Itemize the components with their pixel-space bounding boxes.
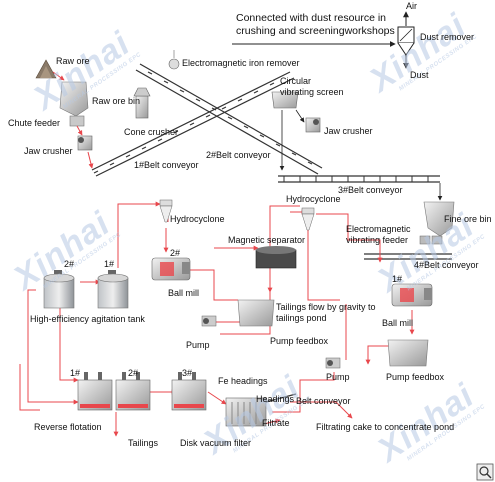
label-pump-feedbox-left: Pump feedbox — [270, 336, 329, 346]
disk-vacuum-filter-icon — [225, 397, 267, 427]
agitation-tank-2-icon — [43, 270, 75, 309]
pump-left-icon — [201, 315, 217, 327]
label-em-feeder-1: Electromagnetic — [346, 224, 411, 234]
fine-ore-bin-icon — [423, 201, 455, 237]
label-belt2: 2#Belt conveyor — [206, 150, 271, 160]
circular-vibrating-screen-icon — [271, 91, 299, 109]
raw-ore-pile-icon — [35, 59, 57, 79]
headings-belt-conveyor — [265, 393, 297, 403]
label-reverse-flotation: Reverse flotation — [34, 422, 102, 432]
cone-crusher-icon — [133, 87, 151, 119]
label-disk-vacuum-filter: Disk vacuum filter — [180, 438, 252, 448]
label-fe-headings: Fe headings — [218, 376, 268, 386]
flotation-cell-3-icon — [171, 372, 207, 411]
raw-ore-bin-icon — [59, 81, 89, 117]
flotation-cell-1-icon — [77, 372, 113, 411]
label-flot3: 3# — [182, 368, 193, 378]
label-jaw-crusher-left: Jaw crusher — [24, 146, 73, 156]
belt-conveyor-3 — [278, 175, 440, 183]
ball-mill-right-icon — [391, 283, 433, 307]
electromagnetic-iron-remover-icon — [168, 50, 180, 70]
label-magnetic-separator: Magnetic separator — [228, 235, 306, 245]
pump-feedbox-right-icon — [387, 339, 429, 367]
label-raw-ore-bin: Raw ore bin — [92, 96, 141, 106]
hydrocyclone-mid-icon — [301, 207, 315, 231]
label-pump-left: Pump — [186, 340, 210, 350]
label-ball-mill-right: Ball mill — [382, 318, 414, 328]
label-belt4: 4#Belt conveyor — [414, 260, 479, 270]
label-raw-ore: Raw ore — [56, 56, 90, 66]
jaw-crusher-right-icon — [305, 117, 321, 133]
label-belt1: 1#Belt conveyor — [134, 160, 199, 170]
label-dust-remover: Dust remover — [420, 32, 475, 42]
chute-feeder-icon — [69, 115, 85, 127]
pump-feedbox-left-icon — [237, 299, 275, 327]
label-ball2: 2# — [170, 248, 181, 258]
label-filtrating-cake: Filtrating cake to concentrate pond — [316, 422, 455, 432]
label-tank2: 2# — [64, 259, 75, 269]
belt-conveyor-1 — [91, 71, 295, 177]
electromagnetic-vibrating-feeder-icon — [419, 235, 443, 245]
hydrocyclone-top-icon — [159, 199, 173, 223]
label-pump-feedbox-right: Pump feedbox — [386, 372, 445, 382]
label-hydrocyclone-mid: Hydrocyclone — [286, 194, 341, 204]
label-tank1: 1# — [104, 259, 115, 269]
label-flot1: 1# — [70, 368, 81, 378]
zoom-icon[interactable] — [476, 463, 494, 481]
label-tailings: Tailings — [128, 438, 159, 448]
label-tailings-flow-1: Tailings flow by gravity to — [276, 302, 376, 312]
label-hydrocyclone-top: Hydrocyclone — [170, 214, 225, 224]
label-flot2: 2# — [128, 368, 139, 378]
label-jaw-crusher-right: Jaw crusher — [324, 126, 373, 136]
label-circular-1: Circular — [280, 76, 312, 86]
pump-right-icon — [325, 357, 341, 369]
label-ball-mill-left: Ball mill — [168, 288, 200, 298]
label-agitation: High-efficiency agitation tank — [30, 314, 145, 324]
label-pump-right: Pump — [326, 372, 350, 382]
slurry-flow-lines — [19, 201, 415, 437]
ball-mill-left-icon — [151, 257, 191, 281]
label-em-iron-remover: Electromagnetic iron remover — [182, 58, 300, 68]
label-headings: Headings — [256, 394, 295, 404]
belt-conveyor-2 — [135, 63, 323, 175]
label-belt-conveyor: Belt conveyor — [296, 396, 351, 406]
label-dust: Dust — [410, 70, 429, 80]
flotation-cell-2-icon — [115, 372, 151, 411]
label-circular-2: vibrating screen — [280, 87, 344, 97]
label-chute-feeder: Chute feeder — [8, 118, 61, 128]
label-ball1: 1# — [392, 274, 403, 284]
dust-note-line2: crushing and screeningworkshops — [236, 25, 395, 37]
label-fine-ore-bin: Fine ore bin — [444, 214, 492, 224]
label-belt3: 3#Belt conveyor — [338, 185, 403, 195]
label-filtrate: Filtrate — [262, 418, 290, 428]
label-tailings-flow-2: tailings pond — [276, 313, 327, 323]
dust-remover-group — [232, 11, 415, 69]
label-cone-crusher: Cone crusher — [124, 127, 179, 137]
agitation-tank-1-icon — [97, 270, 129, 309]
jaw-crusher-left-icon — [77, 135, 93, 151]
label-air: Air — [406, 1, 417, 11]
dust-note-line1: Connected with dust resource in — [236, 12, 386, 24]
label-em-feeder-2: vibrating feeder — [346, 235, 409, 245]
magnetic-separator-icon — [255, 246, 297, 269]
